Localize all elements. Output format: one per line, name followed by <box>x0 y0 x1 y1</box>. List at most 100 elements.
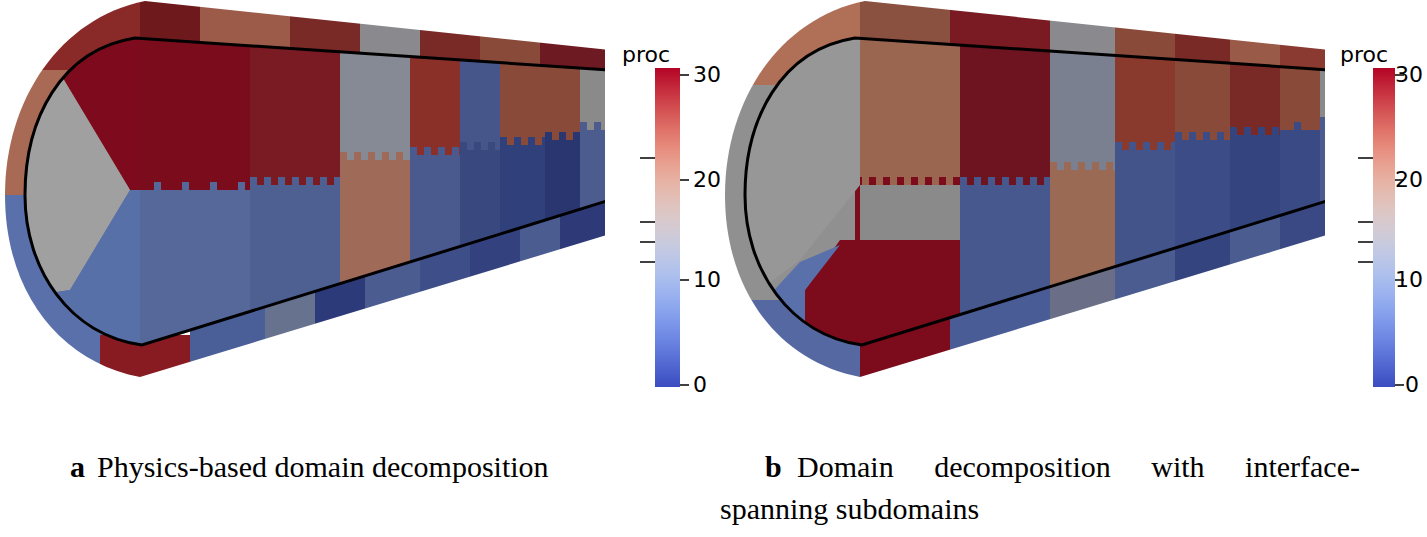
subdomain-patch <box>545 132 552 140</box>
subdomain-patch <box>368 152 375 160</box>
mesh-panel <box>720 0 1330 400</box>
subdomain-patch <box>1217 132 1224 140</box>
tick-label: 0 <box>693 372 707 398</box>
colorbar-title: proc <box>622 42 670 68</box>
tick-label: 10 <box>1395 267 1423 293</box>
subdomain-patch <box>264 177 271 185</box>
subdomain-patch <box>580 0 605 130</box>
subdomain-patch <box>140 190 147 198</box>
subdomain-patch <box>860 185 960 240</box>
subdomain-patch <box>1175 140 1230 400</box>
subdomain-patch <box>1092 162 1099 170</box>
subdomain-patch <box>1308 130 1315 138</box>
subdomain-patch <box>1203 132 1210 140</box>
subdomain-patch <box>1129 142 1136 150</box>
subdomain-patch <box>1157 142 1164 150</box>
subdomain-patch <box>140 190 250 400</box>
subdomain-patch <box>354 152 361 160</box>
subdomain-patch <box>1175 0 1230 140</box>
subdomain-patch <box>869 177 876 185</box>
subdomain-patch <box>1320 0 1325 125</box>
subdomain-patch <box>168 190 175 198</box>
subdomain-patch <box>1175 132 1182 140</box>
subdomain-patch <box>897 177 904 185</box>
colorbar-tick <box>1395 384 1404 386</box>
subdomain-patch <box>1115 0 1175 150</box>
tick-label: 10 <box>693 267 721 293</box>
subdomain-patch <box>500 137 507 145</box>
subdomain-patch <box>559 132 566 140</box>
colorbar-tick <box>680 279 689 281</box>
subdomain-patch <box>1280 130 1287 138</box>
subdomain-patch <box>1320 117 1325 125</box>
subdomain-patch <box>410 0 460 155</box>
colorbar-tick <box>1358 157 1373 159</box>
subdomain-patch <box>545 0 580 140</box>
subdomain-patch <box>1115 150 1175 400</box>
subdomain-patch <box>1320 125 1325 400</box>
subdomain-patch <box>196 190 203 198</box>
mesh-panel <box>0 0 615 400</box>
subdomain-patch <box>1272 127 1279 135</box>
subdomain-patch <box>424 147 431 155</box>
subdomain-patch <box>1230 135 1280 400</box>
subdomain-patch <box>594 122 601 130</box>
subdomain-patch <box>438 147 445 155</box>
tick-label: 20 <box>1395 167 1423 193</box>
subdomain-patch <box>1078 162 1085 170</box>
subdomain-patch <box>580 130 605 400</box>
subdomain-patch <box>1050 162 1057 170</box>
colorbar-title: proc <box>1340 42 1388 68</box>
subdomain-patch <box>306 177 313 185</box>
subdomain-patch <box>320 177 327 185</box>
colorbar-tick <box>680 179 689 181</box>
colorbar-tick <box>640 241 655 243</box>
subdomain-patch <box>250 177 257 185</box>
colorbar-tick <box>640 261 655 263</box>
tick-label: 30 <box>1395 62 1423 88</box>
colorbar <box>1373 68 1395 387</box>
subdomain-patch <box>988 177 995 185</box>
subdomain-patch <box>528 137 535 145</box>
subdomain-patch <box>1106 162 1113 170</box>
subdomain-patch <box>474 142 481 150</box>
subdomain-patch <box>1280 130 1320 400</box>
subdomain-patch <box>250 185 340 400</box>
panel-letter: b <box>765 446 782 488</box>
subdomain-patch <box>410 155 460 400</box>
subdomain-patch <box>855 0 960 185</box>
subdomain-patch <box>1294 122 1301 130</box>
interface-line <box>745 38 1325 345</box>
subdomain-patch <box>960 177 967 185</box>
subdomain-patch <box>573 132 580 140</box>
subdomain-patch <box>154 182 161 190</box>
subdomain-patch <box>382 152 389 160</box>
tick-label: 30 <box>693 62 721 88</box>
panel-caption: Domain decomposition with interface-span… <box>720 446 1360 530</box>
subdomain-patch <box>1016 177 1023 185</box>
subdomain-patch <box>1280 0 1320 130</box>
subdomain-patch <box>452 147 459 155</box>
colorbar <box>655 68 680 387</box>
subdomain-patch <box>460 142 467 150</box>
subdomain-patch <box>974 177 981 185</box>
subdomain-patch <box>500 0 545 145</box>
tick-label: 20 <box>693 167 721 193</box>
subdomain-patch <box>1230 127 1237 135</box>
colorbar-tick <box>1358 261 1373 263</box>
interface-line <box>25 38 605 345</box>
fluid-region <box>720 0 1325 400</box>
subdomain-patch <box>1143 142 1150 150</box>
subdomain-patch <box>140 0 250 190</box>
subdomain-patch <box>1002 177 1009 185</box>
subdomain-patch <box>340 152 347 160</box>
subdomain-patch <box>1044 177 1051 185</box>
subdomain-patch <box>939 177 946 185</box>
subdomain-patch <box>460 150 500 400</box>
colorbar-tick <box>1358 241 1373 243</box>
colorbar-tick <box>640 157 655 159</box>
boundary-layer <box>0 0 605 400</box>
subdomain-patch <box>210 182 217 190</box>
subdomain-patch <box>334 177 341 185</box>
subdomain-patch <box>520 200 560 400</box>
